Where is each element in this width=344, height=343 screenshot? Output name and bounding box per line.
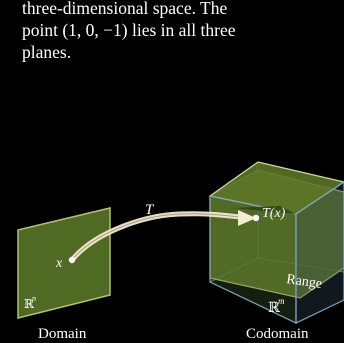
codomain-space-exponent: m <box>278 296 285 306</box>
mapping-arrowhead <box>238 210 256 226</box>
point-x <box>68 256 76 264</box>
image-point-label: T(x) <box>262 206 286 221</box>
domain-space-exponent: n <box>32 294 36 303</box>
range-plane-top-shadow <box>232 206 296 214</box>
codomain-label: Codomain <box>246 326 309 342</box>
range-label: Range <box>285 272 323 292</box>
caption-line-1: three-dimensional space. The <box>22 0 228 18</box>
caption-text: three-dimensional space. The point (1, 0… <box>22 0 332 63</box>
point-tx <box>252 214 260 222</box>
domain-space-label: ℝ n <box>24 294 36 311</box>
caption-line-2: point (1, 0, −1) lies in all three <box>22 20 236 40</box>
map-label: T <box>145 202 155 218</box>
point-x-label: x <box>55 256 63 271</box>
caption-line-3: planes. <box>22 42 72 62</box>
domain-label: Domain <box>38 326 87 342</box>
codomain-space-symbol: ℝ <box>268 301 280 316</box>
codomain-space-label: ℝ m <box>268 296 285 316</box>
domain-space-symbol: ℝ <box>24 297 35 311</box>
codomain-cube-right-face <box>295 181 344 324</box>
domain-plane <box>17 207 111 319</box>
